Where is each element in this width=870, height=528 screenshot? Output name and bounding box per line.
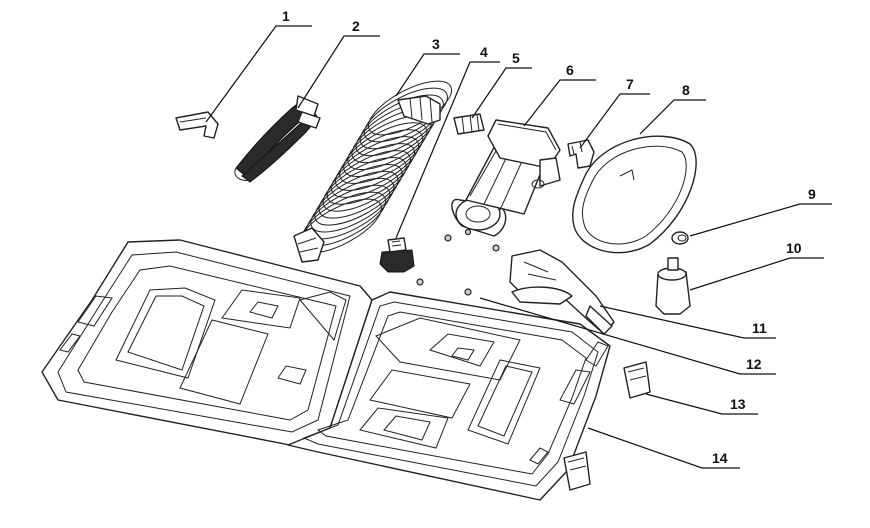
leader-9	[689, 203, 832, 237]
leader-1	[205, 25, 312, 123]
part-9-ring	[671, 231, 689, 245]
callout-7: 7	[626, 76, 634, 92]
leader-12	[479, 297, 776, 375]
part-5-fitting	[453, 113, 485, 135]
callout-3: 3	[432, 36, 440, 52]
leader-3	[395, 53, 460, 97]
callout-14: 14	[712, 450, 728, 466]
part-13-latch	[623, 361, 651, 399]
leader-4	[395, 61, 500, 239]
callout-13: 13	[730, 396, 746, 412]
hose-coil-turn	[314, 170, 399, 226]
part-6-pump	[444, 119, 561, 252]
leader-2	[297, 35, 380, 109]
callout-4: 4	[480, 44, 488, 60]
hose-coil-turn	[318, 163, 403, 219]
leader-11	[599, 305, 776, 339]
leader-13	[645, 393, 758, 415]
callout-6: 6	[566, 62, 574, 78]
part-7-elbow-fitting	[567, 139, 595, 169]
callout-2: 2	[352, 18, 360, 34]
part-11-spray-nozzle	[509, 249, 615, 335]
part-14-latch	[563, 451, 591, 491]
callout-numbers: 1 2 3 4 5 6 7 8 9 10 11 12 13 14	[282, 8, 816, 466]
leader-7	[579, 93, 650, 149]
part-4-knob	[379, 237, 415, 273]
callout-8: 8	[682, 82, 690, 98]
callout-11: 11	[752, 320, 767, 336]
leader-14	[587, 427, 740, 469]
leader-lines	[205, 25, 832, 469]
part-1-clip	[175, 111, 219, 139]
callout-12: 12	[746, 356, 762, 372]
hose-coil-turn	[310, 177, 395, 233]
leader-6	[523, 79, 596, 127]
part-3-coiled-hose	[293, 80, 452, 263]
part-12-screws	[416, 278, 472, 296]
callout-10: 10	[786, 240, 802, 256]
part-10-filter	[655, 257, 691, 315]
carry-case	[41, 239, 611, 501]
leader-5	[471, 67, 532, 119]
callout-5: 5	[512, 50, 520, 66]
callout-9: 9	[808, 186, 816, 202]
leader-8	[639, 99, 706, 135]
part-2-battery-clamps	[234, 95, 321, 183]
leader-10	[689, 257, 824, 291]
part-8-loop-hose	[572, 135, 697, 254]
callout-1: 1	[282, 8, 290, 24]
